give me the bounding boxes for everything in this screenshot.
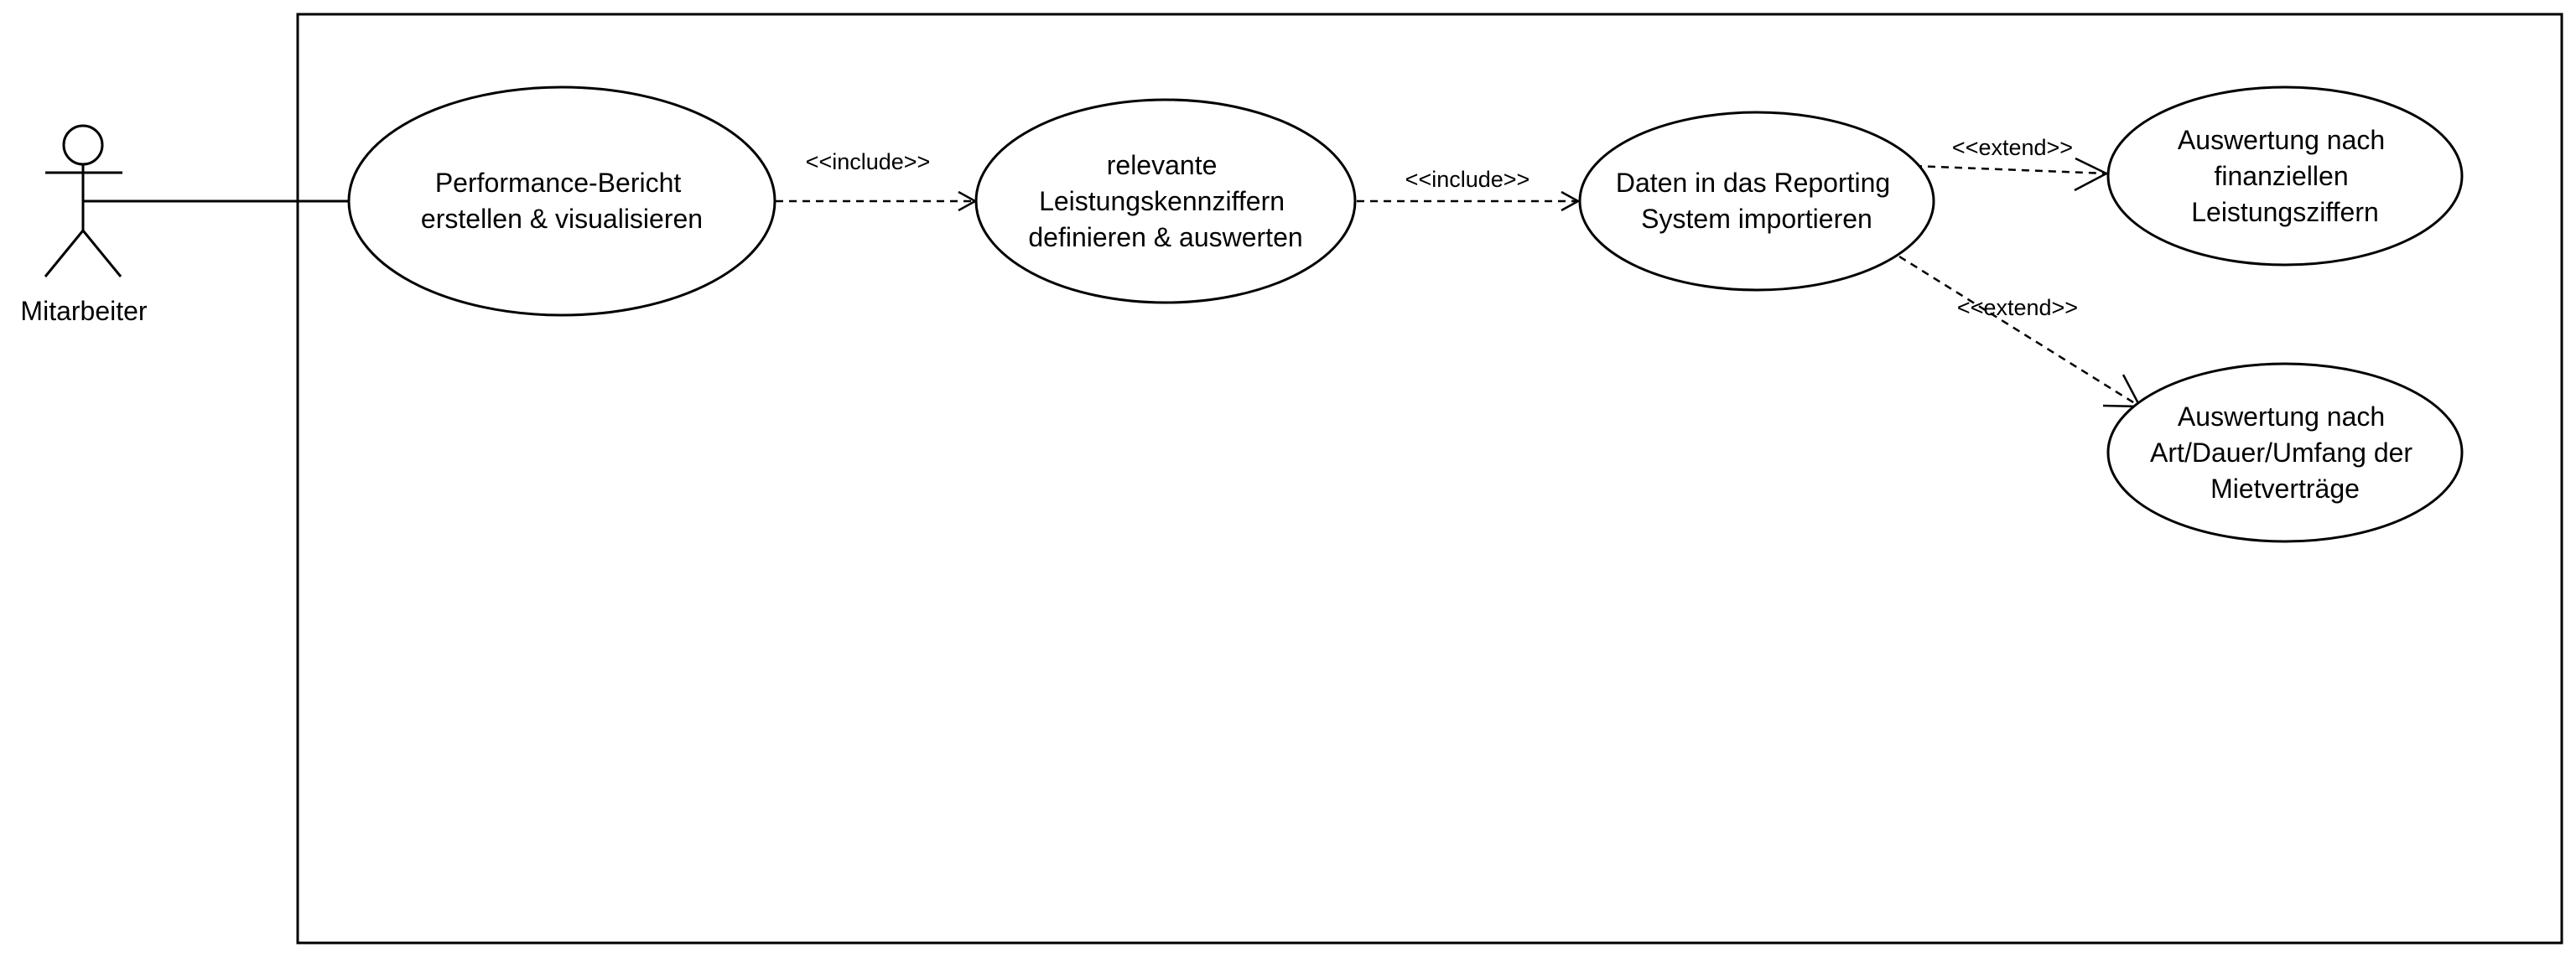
usecase-label-line: Leistungsziffern bbox=[2191, 197, 2379, 227]
include-label: <<include>> bbox=[806, 149, 931, 174]
relationship-include-1: <<include>> bbox=[776, 149, 978, 212]
usecase-label: Performance-Bericht erstellen & visualis… bbox=[421, 168, 703, 234]
include-label: <<include>> bbox=[1405, 167, 1530, 192]
usecase-lease-evaluation[interactable]: Auswertung nach Art/Dauer/Umfang der Mie… bbox=[2106, 362, 2464, 543]
extend-arrow-line bbox=[1898, 255, 2141, 408]
usecase-label: Auswertung nach Art/Dauer/Umfang der Mie… bbox=[2150, 401, 2420, 504]
usecase-label-line: Auswertung nach bbox=[2178, 401, 2385, 432]
relationship-extend-1: <<extend>> bbox=[1914, 135, 2109, 192]
usecase-performance-report[interactable]: Performance-Bericht erstellen & visualis… bbox=[347, 85, 776, 317]
extend-arrowhead bbox=[2102, 374, 2142, 408]
actor-label: Mitarbeiter bbox=[20, 296, 148, 326]
usecase-import-data[interactable]: Daten in das Reporting System importiere… bbox=[1578, 111, 1935, 292]
usecase-ellipse bbox=[2106, 362, 2464, 543]
usecase-ellipse bbox=[347, 85, 776, 317]
usecase-label-line: relevante bbox=[1107, 150, 1218, 180]
actor-head bbox=[62, 124, 104, 166]
usecase-label-line: definieren & auswerten bbox=[1028, 222, 1302, 252]
usecase-label: Auswertung nach finanziellen Leistungszi… bbox=[2178, 125, 2392, 227]
usecase-financial-evaluation[interactable]: Auswertung nach finanziellen Leistungszi… bbox=[2106, 85, 2464, 267]
system-boundary bbox=[296, 13, 2563, 945]
extend-label: <<extend>> bbox=[1957, 295, 2078, 320]
usecase-label-line: finanziellen bbox=[2215, 161, 2349, 191]
extend-label: <<extend>> bbox=[1952, 135, 2073, 160]
usecase-label-line: Daten in das Reporting bbox=[1616, 168, 1890, 198]
relationship-include-2: <<include>> bbox=[1357, 167, 1581, 212]
usecase-label-line: Performance-Bericht bbox=[435, 168, 682, 198]
usecase-ellipse bbox=[974, 98, 1357, 304]
usecase-label-line: erstellen & visualisieren bbox=[421, 204, 703, 234]
actor-right-leg bbox=[81, 230, 122, 277]
usecase-ellipse bbox=[1578, 111, 1935, 292]
usecase-label-line: Mietverträge bbox=[2210, 474, 2360, 504]
extend-arrowhead bbox=[2074, 157, 2109, 192]
usecase-label-line: Auswertung nach bbox=[2178, 125, 2385, 155]
actor-left-leg bbox=[44, 230, 85, 277]
include-arrowhead bbox=[1561, 190, 1581, 212]
relationship-extend-2: <<extend>> bbox=[1898, 255, 2142, 408]
extend-arrow-line bbox=[1914, 164, 2107, 175]
usecase-label: relevante Leistungskennziffern definiere… bbox=[1028, 150, 1302, 252]
usecase-label-line: System importieren bbox=[1641, 204, 1872, 234]
usecase-define-kpis[interactable]: relevante Leistungskennziffern definiere… bbox=[974, 98, 1357, 304]
usecase-label-line: Leistungskennziffern bbox=[1039, 186, 1285, 216]
actor-mitarbeiter[interactable]: Mitarbeiter bbox=[20, 124, 148, 326]
usecase-ellipse bbox=[2106, 85, 2464, 267]
usecase-label: Daten in das Reporting System importiere… bbox=[1616, 168, 1898, 234]
usecase-label-line: Art/Dauer/Umfang der bbox=[2150, 438, 2412, 468]
